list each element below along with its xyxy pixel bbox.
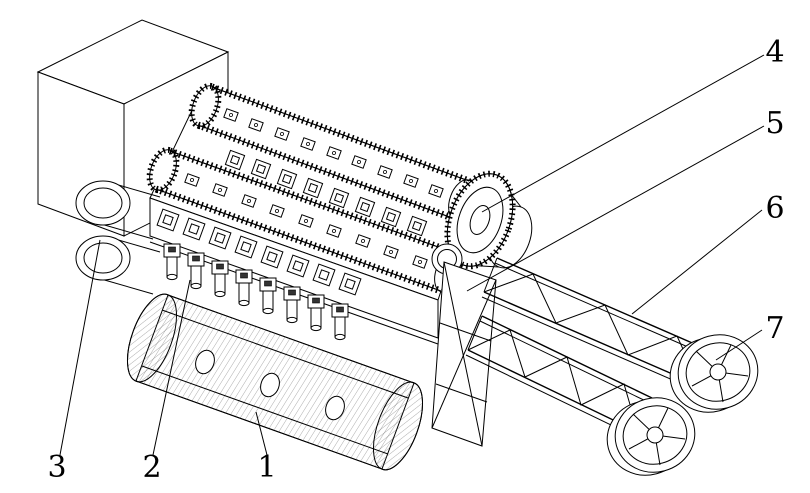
lower-truss-arm [465,315,653,438]
upper-truss-arm [481,257,714,392]
leader-line-3 [59,239,101,456]
callout-label-4: 4 [765,35,784,70]
leader-line-6 [631,209,763,315]
support-frame [431,261,497,447]
callout-leaders [59,54,765,456]
leader-line-1 [255,411,268,456]
callout-label-7: 7 [765,311,784,346]
callout-label-3: 3 [47,450,66,485]
upper-wheel [669,334,759,413]
leader-line-7 [715,329,763,361]
left-drums [75,180,161,295]
callout-label-6: 6 [765,191,784,226]
lower-wheel [606,397,696,476]
crawler-track [126,293,424,471]
leader-line-5 [466,125,765,292]
callout-label-1: 1 [257,450,276,485]
leader-line-4 [481,54,765,213]
callout-labels: 4 5 6 7 3 2 1 [47,35,784,485]
drive-gear-drum [444,170,533,270]
leader-line-2 [152,279,191,456]
callout-label-2: 2 [142,450,161,485]
callout-label-5: 5 [765,106,784,141]
